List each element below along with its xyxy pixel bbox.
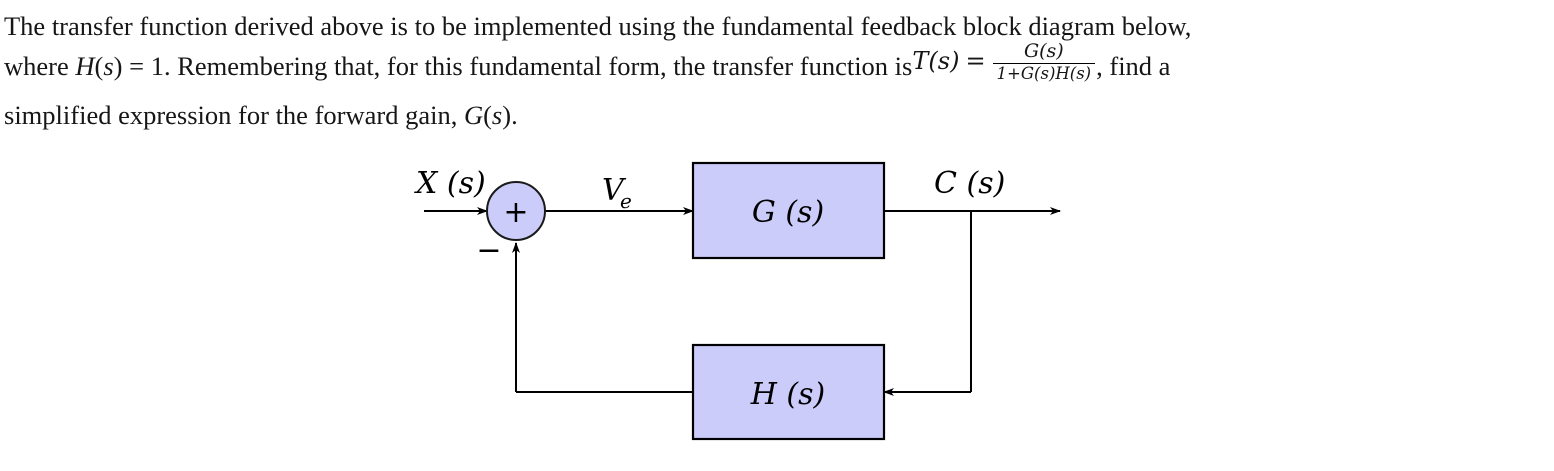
forward-gain-label: G (s) (752, 195, 824, 230)
minus-sign: − (476, 233, 501, 268)
forward-gain-block (691, 161, 886, 260)
paren-open-1: ( (94, 51, 104, 82)
output-signal-label: C (s) (934, 166, 1005, 201)
feedback-block-diagram: + − X (s) V e G (s) C (s) H (s) (0, 150, 1554, 471)
symbol-s-1: s (103, 51, 114, 82)
symbol-s-2: s (491, 100, 503, 131)
plus-sign: + (503, 195, 528, 230)
prose-line-1-text: The transfer function derived above is t… (4, 11, 1192, 41)
symbol-G: G (463, 100, 484, 131)
formula-equals: = (965, 46, 986, 75)
prose-line-3-prefix: simplified expression for the forward ga… (4, 100, 464, 131)
prose-line-3: simplified expression for the forward ga… (4, 95, 1550, 135)
feedback-block-label: H (s) (750, 377, 826, 412)
prose-line-1: The transfer function derived above is t… (4, 6, 1550, 46)
formula-numerator: G(s) (1023, 39, 1064, 62)
formula-trailing-text: , find a (1096, 51, 1171, 82)
formula-denominator: 1+G(s)H(s) (992, 62, 1096, 83)
prose-line-2-suffix: ) = 1. Remembering that, for this fundam… (113, 51, 913, 82)
problem-statement: The transfer function derived above is t… (4, 6, 1550, 136)
error-signal-subscript: e (620, 189, 632, 213)
formula-lhs: T(s) (912, 46, 960, 75)
transfer-function-formula: T(s)=G(s)1+G(s)H(s) (912, 39, 1096, 84)
paren-open-2: ( (483, 100, 492, 131)
summing-junction (486, 181, 546, 241)
feedback-block (691, 343, 886, 441)
prose-line-2-prefix: where (4, 51, 76, 82)
error-signal-label: V (602, 173, 627, 208)
prose-line-2: where H(s) = 1. Remembering that, for th… (4, 40, 1550, 95)
input-signal-label: X (s) (414, 166, 486, 201)
prose-line-3-suffix: ). (502, 100, 518, 131)
formula-fraction: G(s)1+G(s)H(s) (992, 39, 1096, 84)
symbol-H: H (75, 51, 95, 82)
